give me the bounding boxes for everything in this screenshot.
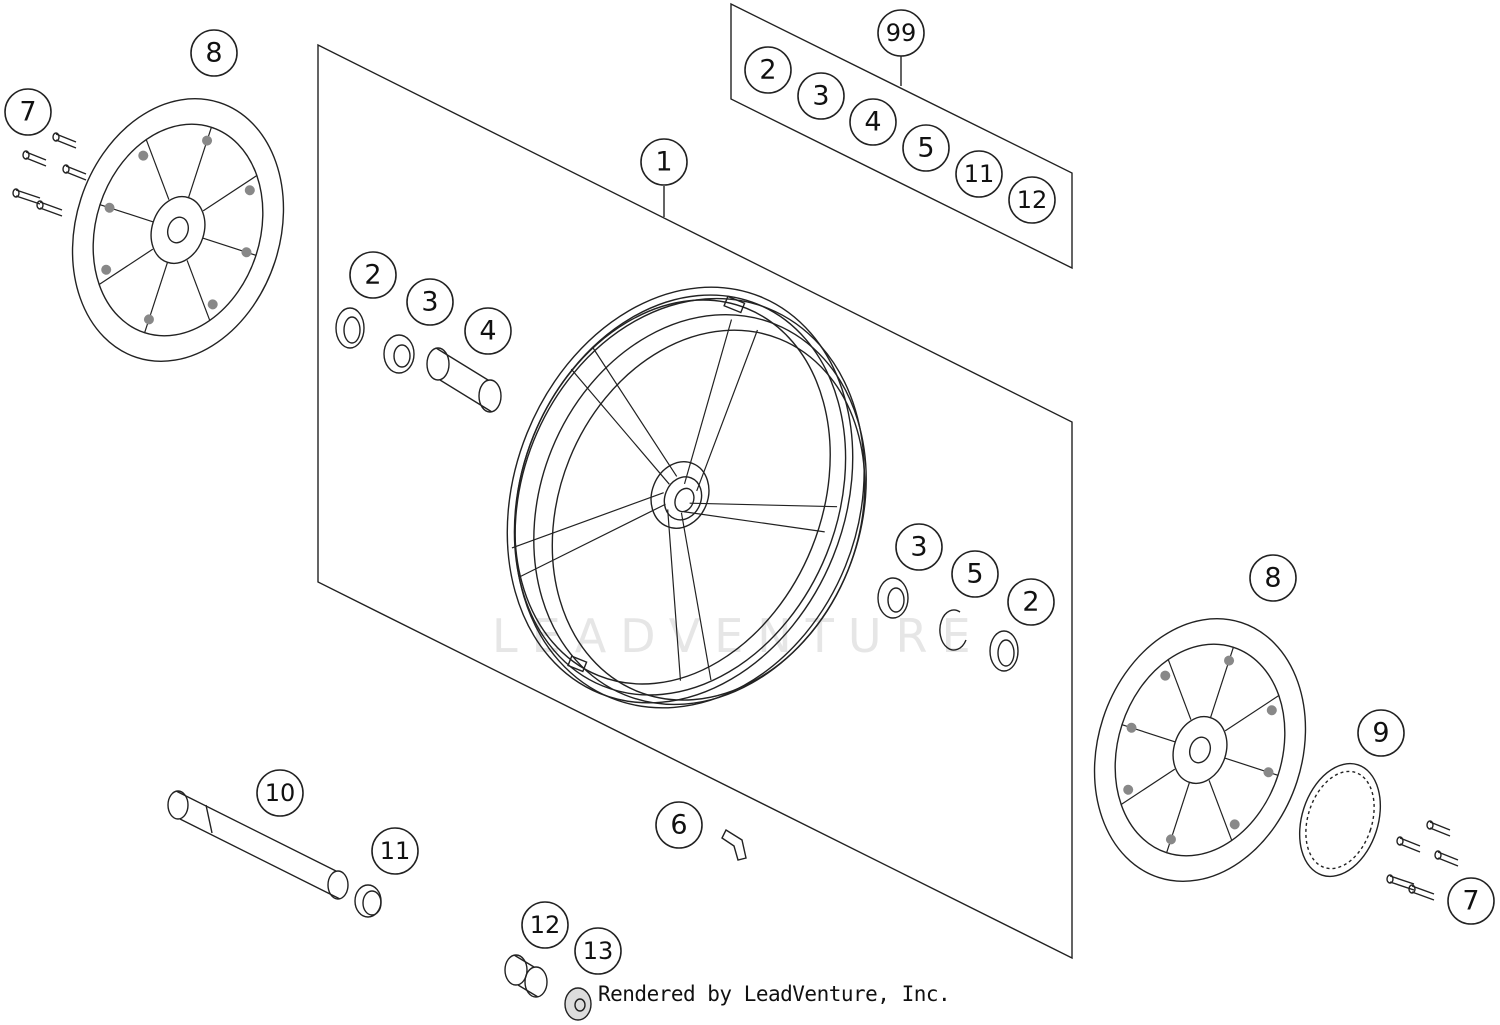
callout-9-label: 9 — [1372, 718, 1389, 749]
callout-4-left-label: 4 — [479, 316, 496, 347]
tire-valve — [721, 828, 747, 861]
kit-callout-4-label: 4 — [864, 107, 881, 138]
wheel-assembly-panel — [317, 43, 1073, 960]
callout-5-right-label: 5 — [966, 559, 983, 590]
callout-7-left-label: 7 — [19, 97, 36, 128]
seal-ring-left — [335, 307, 365, 349]
callout-13[interactable] — [574, 927, 622, 975]
callout-7-left[interactable] — [4, 88, 52, 136]
kit-callout-12[interactable] — [1008, 176, 1056, 224]
callout-2-right[interactable] — [1007, 578, 1055, 626]
callout-8-left[interactable] — [190, 29, 238, 77]
callout-7-right-label: 7 — [1462, 886, 1479, 917]
callout-99[interactable] — [877, 9, 925, 57]
wheel-spindle — [167, 790, 349, 900]
kit-callout-12-label: 12 — [1017, 186, 1048, 214]
callout-8-left-label: 8 — [205, 38, 222, 69]
callout-8-right[interactable] — [1249, 554, 1297, 602]
spacer-sleeve — [426, 347, 502, 413]
callout-7-right[interactable] — [1447, 877, 1495, 925]
callout-12-label: 12 — [530, 911, 561, 939]
callout-11[interactable] — [371, 827, 419, 875]
kit-callout-5[interactable] — [902, 124, 950, 172]
callout-1-label: 1 — [655, 147, 672, 178]
callout-3-left-label: 3 — [421, 287, 438, 318]
brake-disc-right — [1093, 618, 1307, 882]
kit-callout-2-label: 2 — [759, 55, 776, 86]
bearing-right — [877, 577, 909, 619]
callout-13-label: 13 — [583, 937, 614, 965]
spacer-12 — [504, 954, 548, 998]
bolts-right — [1386, 820, 1459, 901]
callout-8-right-label: 8 — [1264, 563, 1281, 594]
kit-callout-2[interactable] — [744, 46, 792, 94]
circlip-right — [939, 609, 967, 651]
bolts-left — [12, 132, 87, 217]
kit-callout-5-label: 5 — [917, 133, 934, 164]
kit-callout-3[interactable] — [797, 72, 845, 120]
front-wheel — [506, 286, 867, 709]
callout-3-left[interactable] — [406, 278, 454, 326]
kit-panel — [730, 2, 1073, 270]
brake-disc-left — [71, 98, 285, 362]
callout-99-label: 99 — [886, 19, 917, 47]
callout-10-label: 10 — [265, 779, 296, 807]
kit-callout-11-label: 11 — [964, 160, 995, 188]
spacer-11 — [354, 884, 382, 918]
kit-callout-11[interactable] — [955, 150, 1003, 198]
callout-3-right-label: 3 — [910, 532, 927, 563]
callout-3-right[interactable] — [895, 523, 943, 571]
kit-callout-4[interactable] — [849, 98, 897, 146]
callout-11-label: 11 — [380, 837, 411, 865]
callout-6[interactable] — [655, 801, 703, 849]
kit-callout-3-label: 3 — [812, 81, 829, 112]
seal-ring-right — [989, 630, 1019, 672]
abs-sensor-ring — [1298, 762, 1382, 878]
callout-10[interactable] — [256, 769, 304, 817]
callout-5-right[interactable] — [951, 550, 999, 598]
render-credit: Rendered by LeadVenture, Inc. — [598, 982, 951, 1006]
bearing-left — [383, 334, 415, 374]
callout-2-left[interactable] — [349, 251, 397, 299]
screw-13 — [564, 987, 592, 1021]
callout-4-left[interactable] — [464, 307, 512, 355]
callout-12[interactable] — [521, 901, 569, 949]
callout-6-label: 6 — [670, 810, 687, 841]
callout-9[interactable] — [1357, 709, 1405, 757]
callout-2-right-label: 2 — [1022, 587, 1039, 618]
callout-1[interactable] — [640, 138, 688, 186]
callout-2-left-label: 2 — [364, 260, 381, 291]
